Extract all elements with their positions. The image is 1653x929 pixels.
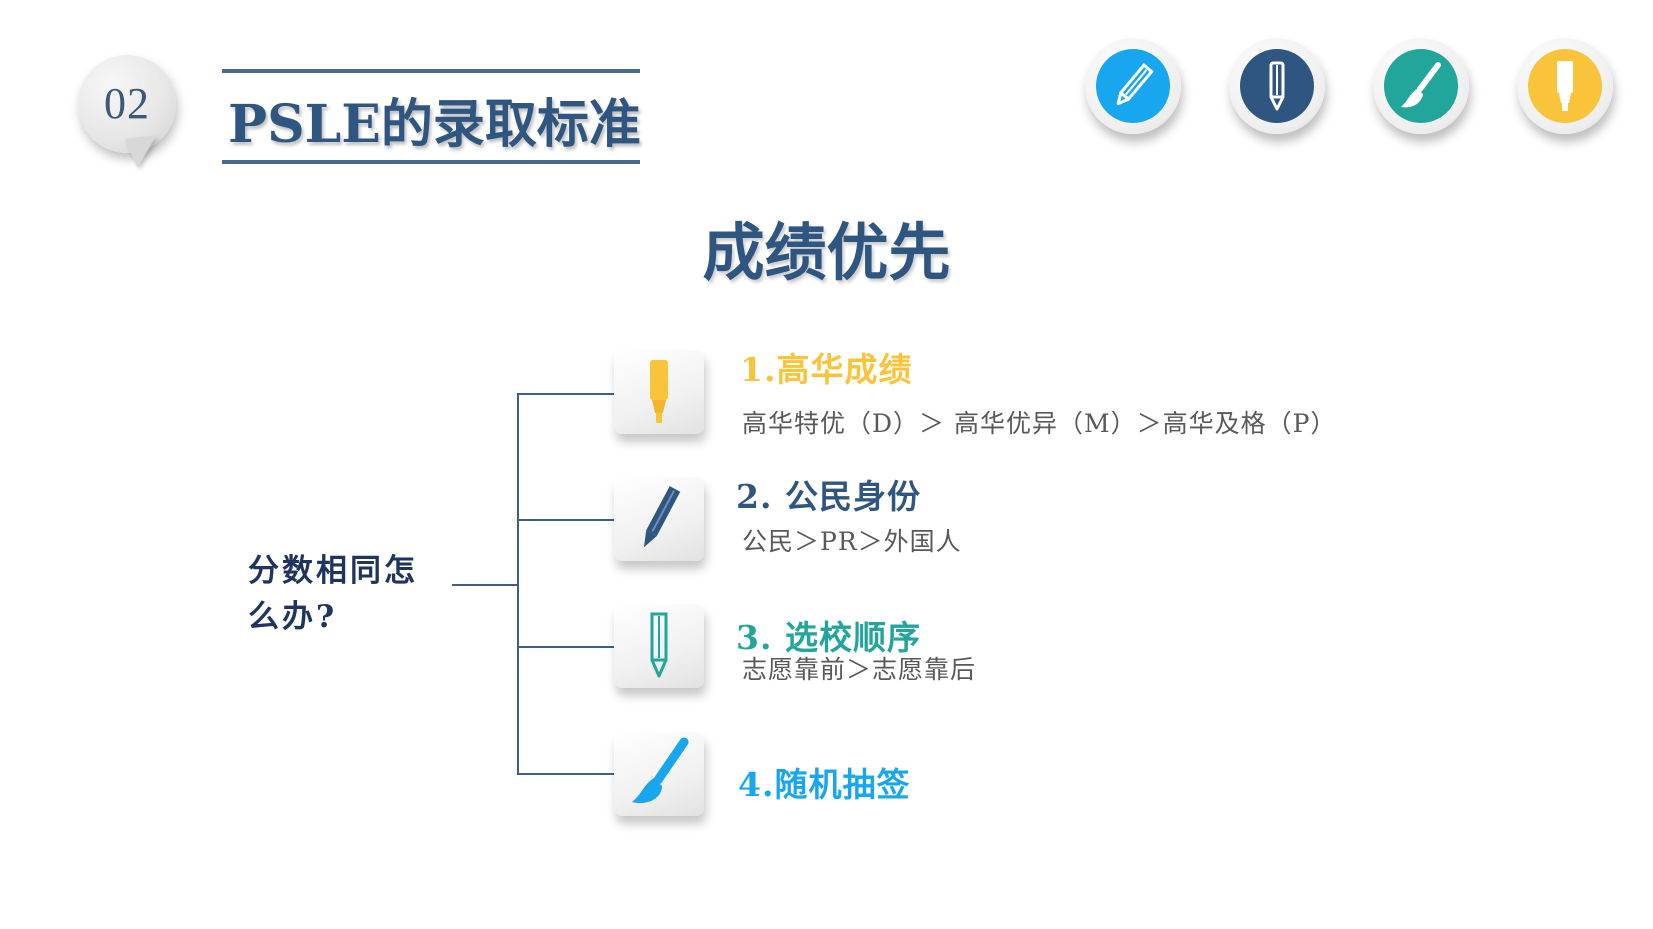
item-2-desc: 公民＞PR＞外国人: [742, 527, 962, 556]
paintbrush-icon: [632, 737, 689, 804]
paintbrush-icon-circle: [1373, 38, 1469, 134]
item-3-icon-box: [614, 604, 704, 688]
section-number: 02: [104, 79, 150, 128]
connector-root: [452, 584, 518, 586]
highlighter-icon-circle: [1517, 38, 1613, 134]
item-3-desc: 志愿靠前＞志愿靠后: [742, 655, 977, 684]
item-4-icon-box: [614, 732, 704, 816]
item-1-desc: 高华特优（D）＞ 高华优异（M）＞高华及格（P）: [742, 409, 1337, 438]
title-top-rule: [222, 69, 640, 73]
item-2-icon-box: [614, 477, 704, 561]
item-2-title: 2. 公民身份: [736, 477, 921, 516]
pencil-icon-circle: [1085, 38, 1181, 134]
section-title: PSLE的录取标准: [228, 94, 641, 155]
marker-pen-icon: [650, 612, 668, 678]
highlighter-icon: [1528, 49, 1602, 123]
item-1-title: 1.高华成绩: [740, 350, 913, 389]
connector-vertical: [517, 393, 519, 775]
marker-pen-icon-circle: [1229, 38, 1325, 134]
title-bottom-rule: [222, 160, 640, 164]
connector-branch-3: [517, 646, 614, 648]
highlighter-icon: [650, 360, 668, 423]
item-4-title: 4.随机抽签: [738, 765, 911, 804]
item-1-icon-box: [614, 350, 704, 434]
paintbrush-icon: [1384, 49, 1458, 123]
question-text: 分数相同怎么办?: [248, 553, 418, 635]
connector-branch-2: [517, 519, 614, 521]
slide-heading: 成绩优先: [702, 216, 951, 289]
bubble-tail: [124, 135, 160, 169]
item-3-title: 3. 选校顺序: [736, 618, 921, 657]
marker-pen-icon: [1240, 49, 1314, 123]
pencil-icon: [1096, 49, 1170, 123]
pencil-icon: [643, 486, 681, 548]
connector-branch-1: [517, 393, 614, 395]
section-bubble: [78, 55, 176, 153]
connector-branch-4: [517, 773, 614, 775]
